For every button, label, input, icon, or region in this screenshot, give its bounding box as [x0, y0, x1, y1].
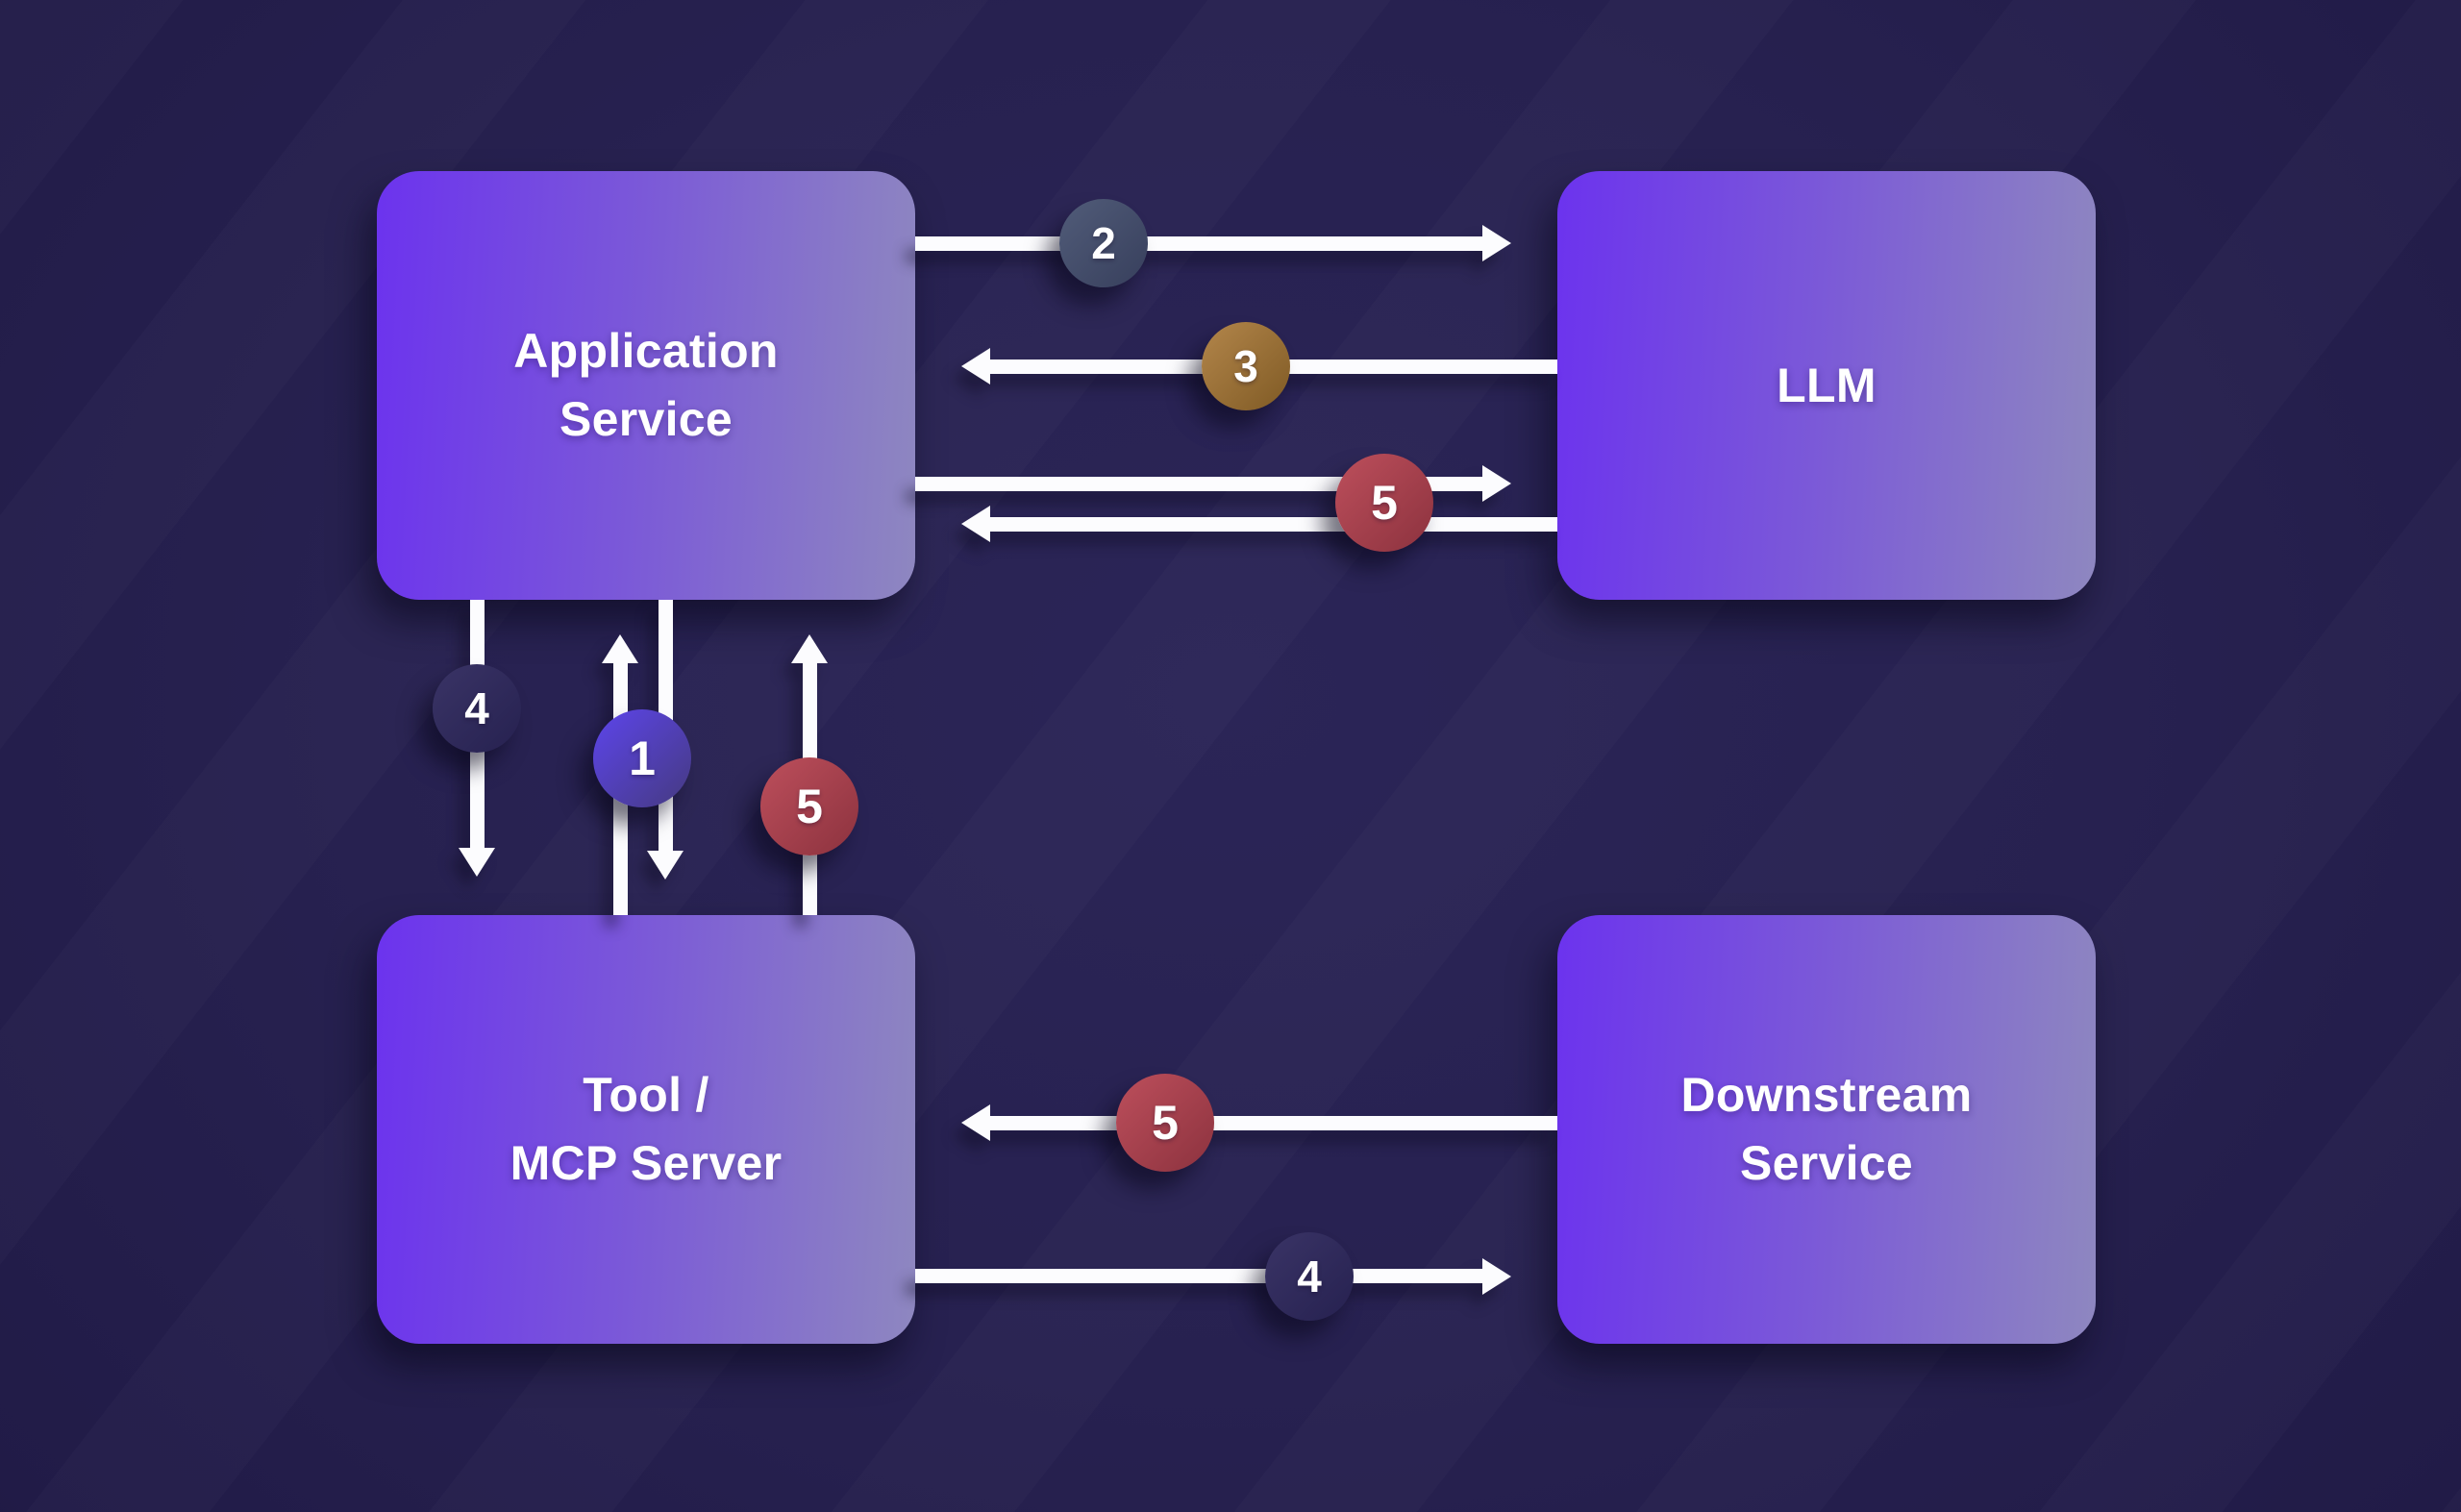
step-number: 4 — [464, 683, 489, 733]
step-badge-3: 3 — [1202, 322, 1290, 410]
node-llm: LLM — [1557, 171, 2096, 600]
node-tool-mcp-server: Tool / MCP Server — [377, 915, 915, 1344]
node-downstream-service: Downstream Service — [1557, 915, 2096, 1344]
arrow-head — [459, 848, 495, 877]
node-application-service: Application Service — [377, 171, 915, 600]
arrow-head — [647, 851, 684, 880]
arrow-head — [961, 348, 990, 384]
step-number: 1 — [629, 731, 656, 785]
step-badge-5-bottom: 5 — [1116, 1074, 1214, 1172]
step-number: 4 — [1297, 1252, 1322, 1301]
step-badge-5-vertical: 5 — [760, 757, 858, 855]
arrow-shaft — [990, 517, 1557, 532]
step-number: 5 — [796, 780, 823, 833]
step-badge-2: 2 — [1059, 199, 1148, 287]
arrow-head — [961, 1104, 990, 1141]
step-badge-4-bottom: 4 — [1265, 1232, 1354, 1321]
arrow-head — [1482, 225, 1511, 261]
arrow-head — [602, 634, 638, 663]
node-label: Application Service — [513, 324, 779, 446]
step-badge-1: 1 — [593, 709, 691, 807]
step-number: 5 — [1152, 1096, 1179, 1150]
step-number: 5 — [1371, 476, 1398, 530]
step-number: 2 — [1091, 218, 1116, 268]
arrow-head — [1482, 465, 1511, 502]
step-badge-5-llm: 5 — [1335, 454, 1433, 552]
step-badge-4-vertical: 4 — [433, 664, 521, 753]
arrow-shaft — [915, 1269, 1482, 1283]
step-number: 3 — [1233, 341, 1258, 391]
node-label: Tool / MCP Server — [510, 1068, 783, 1190]
arrow-head — [791, 634, 828, 663]
node-label: Downstream Service — [1680, 1068, 1973, 1190]
arrow-shaft — [915, 236, 1482, 251]
arrow-head — [1482, 1258, 1511, 1295]
arrow-shaft — [990, 1116, 1557, 1130]
arrow-head — [961, 506, 990, 542]
node-label: LLM — [1777, 358, 1877, 412]
